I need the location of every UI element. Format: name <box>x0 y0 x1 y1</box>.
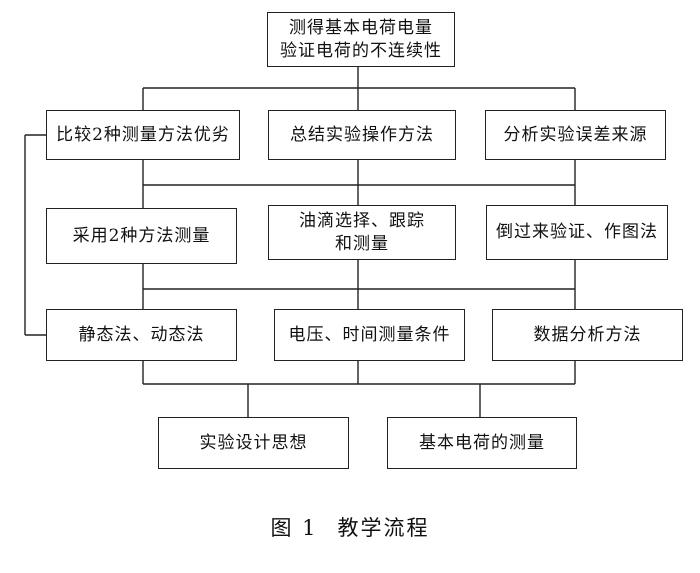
node-oil-drop: 油滴选择、跟踪 和测量 <box>268 205 456 260</box>
figure-caption-label: 图 1 <box>270 516 318 540</box>
node-voltage-time: 电压、时间测量条件 <box>274 309 465 361</box>
node-top-line-2: 验证电荷的不连续性 <box>280 40 442 61</box>
node-oil-drop-line-1: 油滴选择、跟踪 <box>299 210 425 231</box>
node-analyze-error: 分析实验误差来源 <box>485 110 666 160</box>
figure-caption-text: 教学流程 <box>337 516 430 540</box>
node-measure: 基本电荷的测量 <box>387 417 577 469</box>
node-design: 实验设计思想 <box>158 417 349 469</box>
node-static-dynamic: 静态法、动态法 <box>46 309 237 361</box>
node-oil-drop-line-2: 和测量 <box>335 233 389 254</box>
node-summary: 总结实验操作方法 <box>268 110 456 160</box>
node-top: 测得基本电荷电量 验证电荷的不连续性 <box>267 12 455 67</box>
figure-caption: 图 1 教学流程 <box>0 512 700 542</box>
node-data-analysis: 数据分析方法 <box>492 309 683 361</box>
node-reverse: 倒过来验证、作图法 <box>486 205 668 260</box>
node-two-methods: 采用2种方法测量 <box>46 208 237 264</box>
node-compare: 比较2种测量方法优劣 <box>46 110 240 160</box>
node-top-line-1: 测得基本电荷电量 <box>289 17 433 38</box>
